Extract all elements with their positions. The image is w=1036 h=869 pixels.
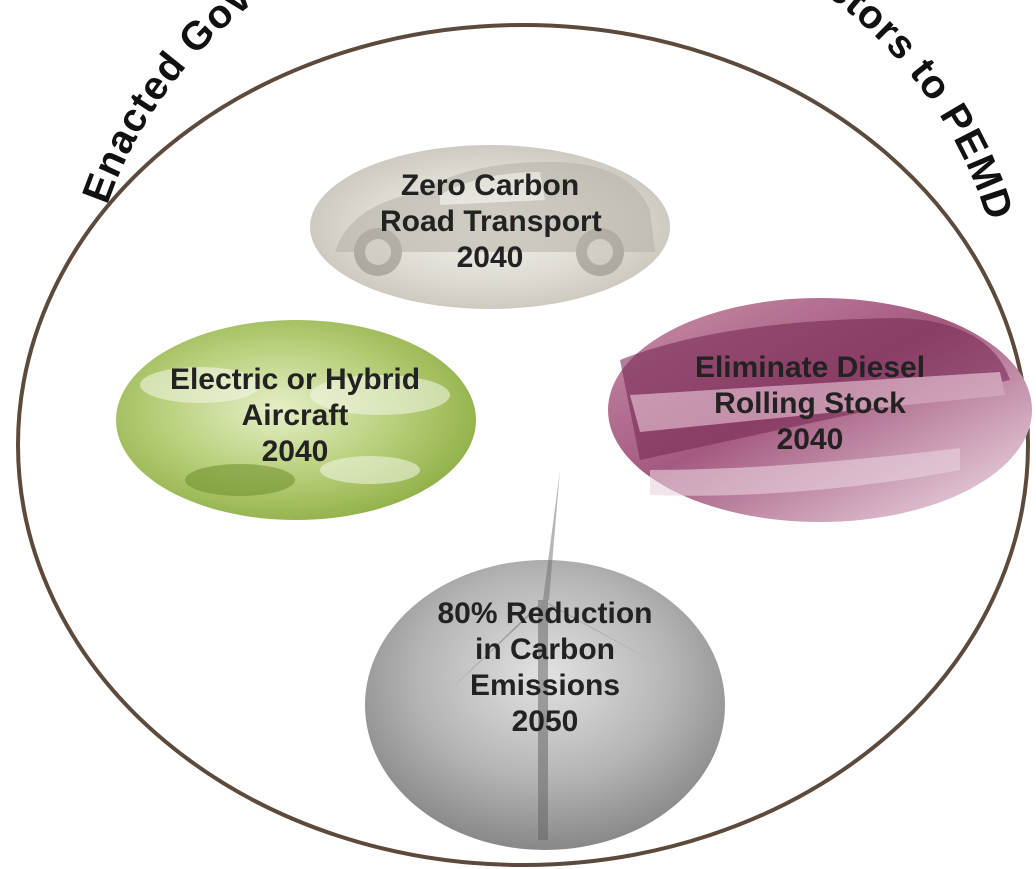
emissions-year: 2050 <box>511 705 579 738</box>
rolling-stock-line2: Rolling Stock <box>714 387 906 420</box>
rolling-stock-line1: Eliminate Diesel <box>694 351 926 384</box>
electric-car-icon <box>335 161 655 276</box>
road-transport-year: 2040 <box>456 241 524 274</box>
aircraft-label: Electric or Hybrid Aircraft 2040 <box>150 362 440 470</box>
emissions-line3: Emissions <box>469 669 621 702</box>
rolling-stock-year: 2040 <box>776 423 844 456</box>
emissions-ellipse <box>365 470 725 850</box>
aircraft-line2: Aircraft <box>241 399 349 432</box>
road-transport-ellipse <box>310 145 670 309</box>
aircraft-line1: Electric or Hybrid <box>169 363 421 396</box>
road-transport-line2: Road Transport <box>380 205 602 238</box>
emissions-line1: 80% Reduction <box>437 597 653 630</box>
clouds-sky-icon <box>140 367 450 496</box>
high-speed-train-icon <box>620 318 1010 496</box>
emissions-label: 80% Reduction in Carbon Emissions 2050 <box>420 596 670 740</box>
wind-turbine-icon <box>450 470 650 840</box>
outer-boundary-ring <box>16 23 1030 867</box>
rolling-stock-label: Eliminate Diesel Rolling Stock 2040 <box>660 350 960 458</box>
emissions-line2: in Carbon <box>475 633 615 666</box>
road-transport-label: Zero Carbon Road Transport 2040 <box>380 168 602 276</box>
aircraft-year: 2040 <box>261 435 329 468</box>
aircraft-ellipse <box>116 320 476 520</box>
rolling-stock-ellipse <box>608 298 1032 522</box>
road-transport-line1: Zero Carbon <box>400 169 580 202</box>
